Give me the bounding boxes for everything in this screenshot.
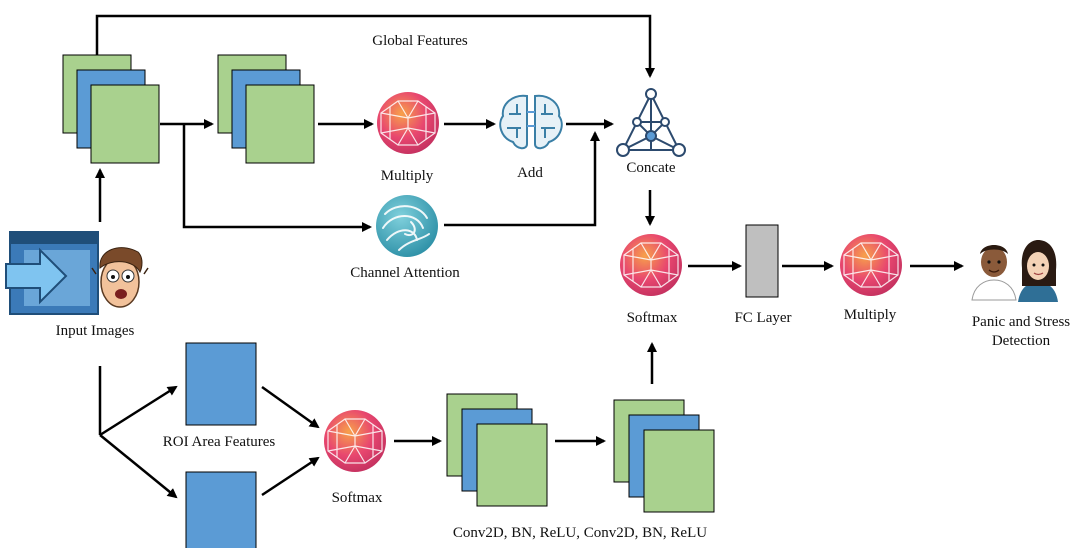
network-triangle-icon bbox=[616, 88, 686, 157]
label-concate: Concate bbox=[626, 160, 675, 176]
global-feature-stack bbox=[217, 54, 315, 164]
arrow-to-channel-attention bbox=[182, 124, 372, 232]
label-fc-layer: FC Layer bbox=[734, 310, 791, 326]
people-icon bbox=[971, 240, 1058, 302]
scared-face-icon bbox=[91, 247, 149, 308]
label-softmax-bottom: Softmax bbox=[332, 490, 383, 506]
arrow-channel-to-concat bbox=[444, 131, 600, 227]
fc-layer-block bbox=[745, 224, 779, 298]
label-input-images: Input Images bbox=[56, 323, 135, 339]
neural-sphere-icon bbox=[324, 410, 386, 472]
arrow-global-features bbox=[95, 14, 655, 78]
arrow-roi-lower bbox=[99, 434, 178, 499]
label-softmax-top: Softmax bbox=[627, 310, 678, 326]
neural-sphere-icon bbox=[377, 92, 439, 154]
arrow-roi2-to-softmax bbox=[261, 456, 320, 497]
label-channel-attention: Channel Attention bbox=[350, 265, 460, 281]
label-panic-line1: Panic and Stress bbox=[972, 314, 1070, 330]
label-roi-area-features: ROI Area Features bbox=[163, 434, 276, 450]
neural-sphere-icon bbox=[620, 234, 682, 296]
swirl-sphere-icon bbox=[376, 195, 438, 257]
label-global-features: Global Features bbox=[372, 33, 468, 49]
label-conv-caption: Conv2D, BN, ReLU, Conv2D, BN, ReLU bbox=[453, 525, 707, 541]
input-feature-stack bbox=[62, 54, 160, 164]
arrow-roi-upper bbox=[99, 385, 178, 437]
conv-feature-stack-1 bbox=[446, 393, 548, 507]
arrow-roi1-to-softmax bbox=[261, 385, 320, 429]
label-panic-line2: Detection bbox=[992, 333, 1051, 349]
brain-icon bbox=[499, 94, 563, 150]
connectors bbox=[95, 14, 964, 499]
neural-sphere-icon bbox=[840, 234, 902, 296]
conv-feature-stack-2 bbox=[613, 399, 715, 513]
label-multiply-1: Multiply bbox=[381, 168, 434, 184]
label-add: Add bbox=[517, 165, 543, 181]
roi-feature-block-2 bbox=[185, 471, 257, 548]
input-window-icon bbox=[5, 231, 99, 315]
roi-feature-block-1 bbox=[185, 342, 257, 426]
label-multiply-2: Multiply bbox=[844, 307, 897, 323]
